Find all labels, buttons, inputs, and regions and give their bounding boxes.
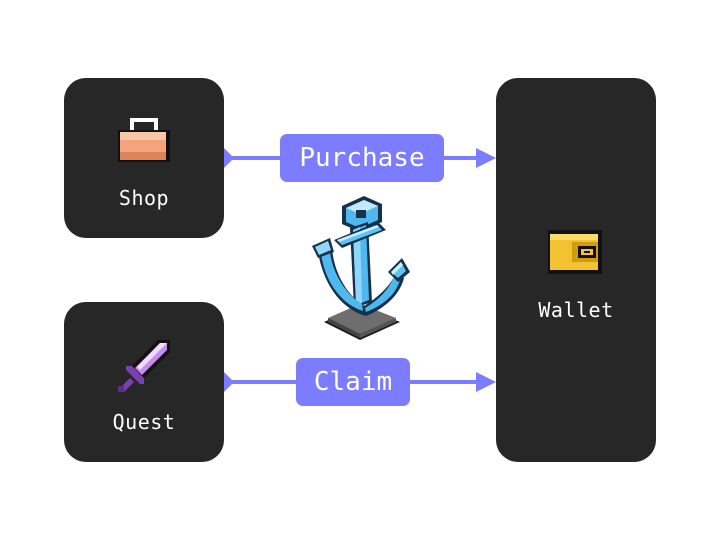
shop-label: Shop [118,186,170,210]
shopping-bag-icon [118,118,170,162]
wallet-icon [548,230,602,274]
quest-node: Quest [64,302,224,462]
claim-edge-label: Claim [296,358,410,406]
purchase-arrowhead [476,148,496,168]
sword-icon [118,340,170,392]
shop-node: Shop [64,78,224,238]
quest-label: Quest [112,410,176,434]
wallet-node: Wallet [496,78,656,462]
wallet-label: Wallet [538,298,614,322]
anchor-icon [312,196,410,340]
claim-arrowhead [476,372,496,392]
purchase-edge-label: Purchase [280,134,444,182]
